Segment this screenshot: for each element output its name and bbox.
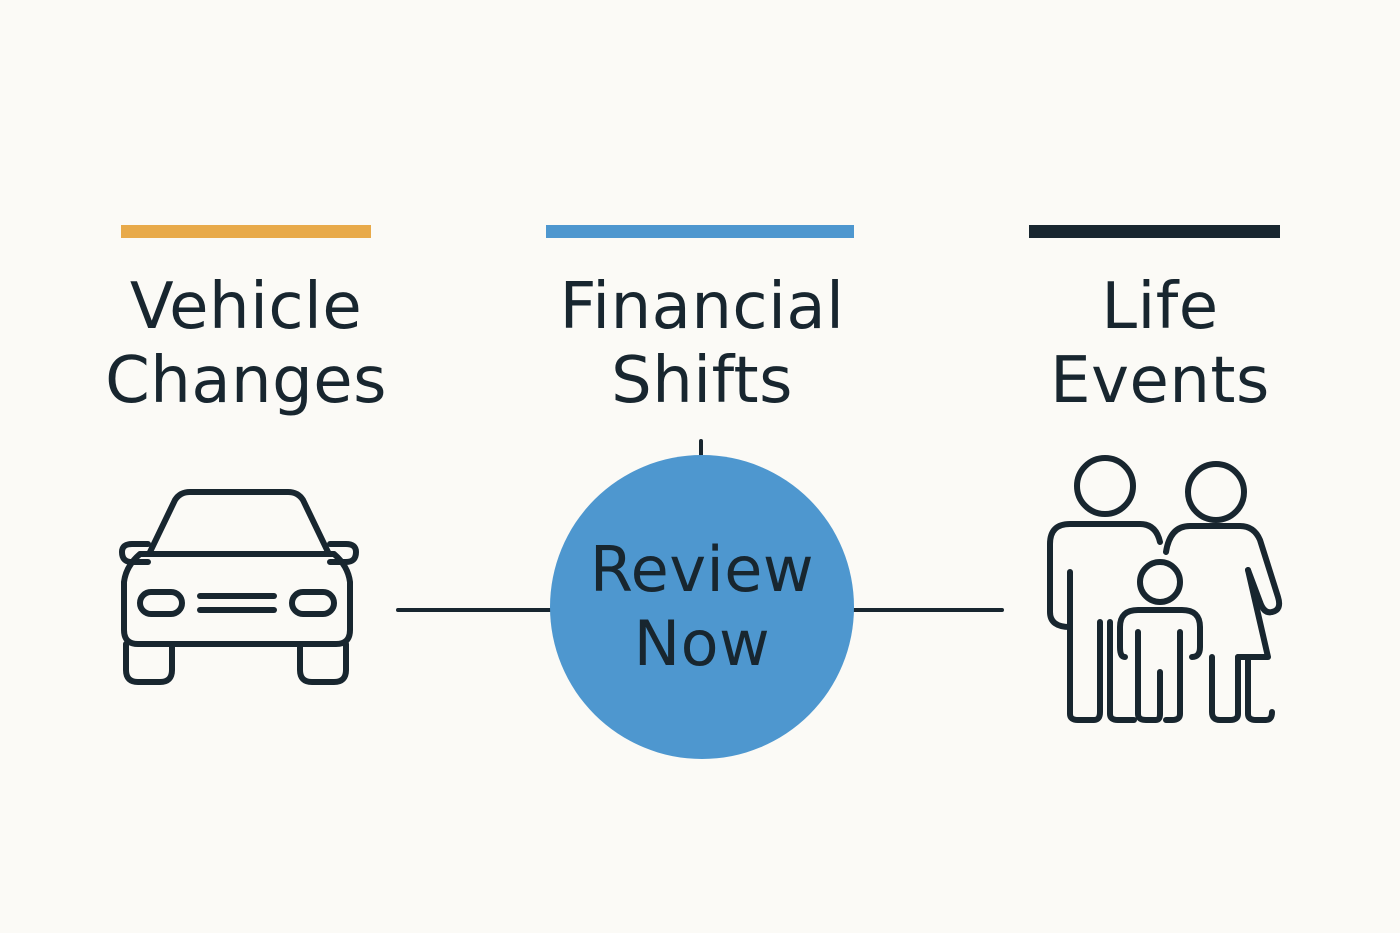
review-label-line2: Now	[633, 607, 771, 680]
financial-title-line1: Financial	[559, 270, 845, 344]
review-label-line1: Review	[589, 533, 815, 606]
life-accent-bar	[1029, 225, 1280, 238]
life-title-line1: Life	[1101, 270, 1219, 344]
vehicle-changes-title: Vehicle Changes	[66, 270, 426, 418]
car-icon	[119, 489, 359, 685]
financial-shifts-title: Financial Shifts	[520, 270, 884, 418]
family-icon	[1047, 455, 1283, 723]
review-now-button[interactable]: Review Now	[550, 455, 854, 759]
vehicle-title-line1: Vehicle	[129, 270, 363, 344]
financial-title-line2: Shifts	[611, 344, 793, 418]
review-now-label: Review Now	[590, 533, 814, 681]
life-title-line2: Events	[1050, 344, 1270, 418]
vehicle-title-line2: Changes	[105, 344, 387, 418]
life-events-title: Life Events	[980, 270, 1340, 418]
vehicle-accent-bar	[121, 225, 371, 238]
financial-accent-bar	[546, 225, 854, 238]
